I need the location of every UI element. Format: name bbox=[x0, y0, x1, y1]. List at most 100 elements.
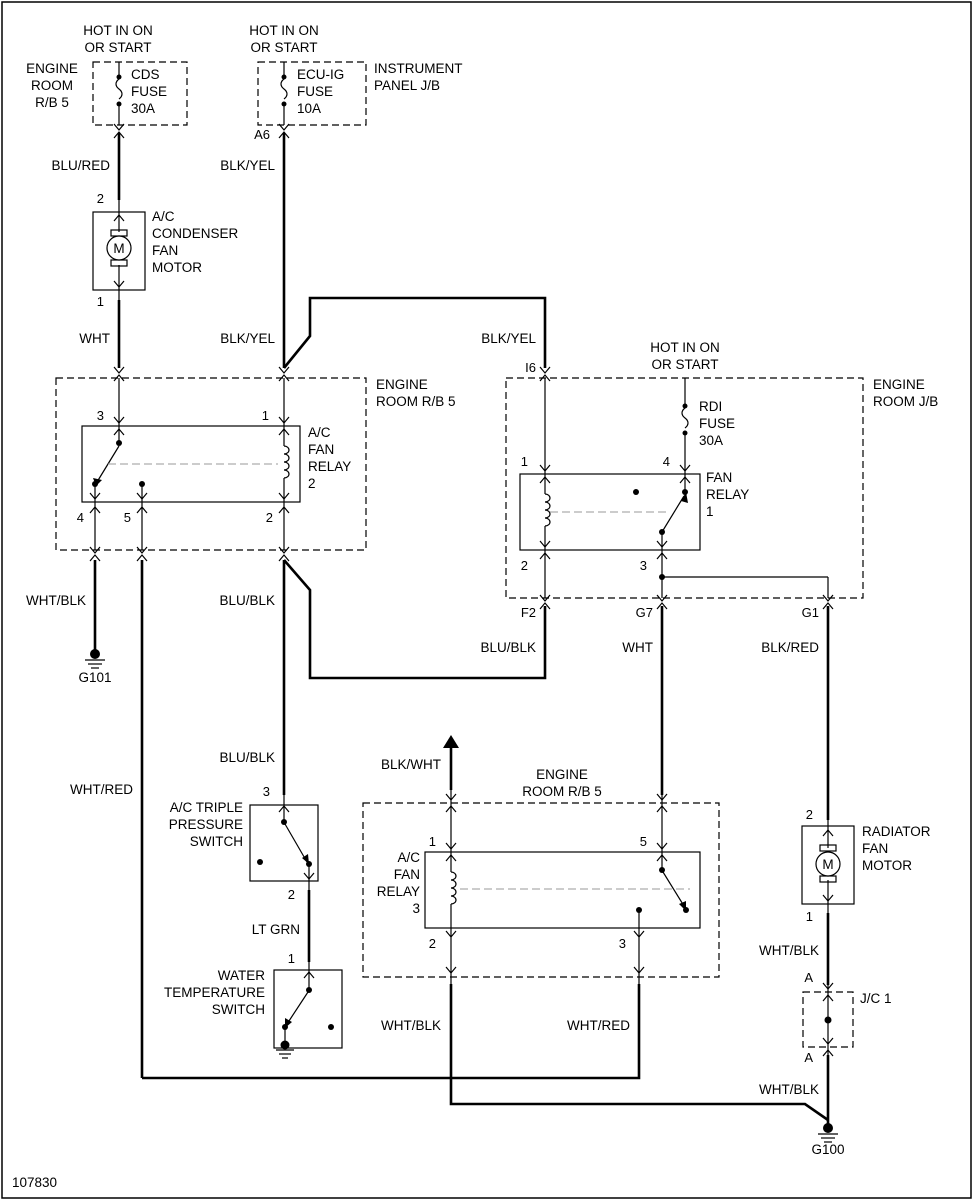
wire-blu-red: BLU/RED bbox=[51, 158, 110, 173]
wire-blu-blk-2: BLU/BLK bbox=[480, 640, 536, 655]
pin-rad-2: 2 bbox=[806, 807, 813, 822]
acr2-line2: FAN bbox=[308, 442, 334, 457]
ecu-fuse-name: ECU-IG bbox=[297, 67, 344, 82]
rad-motor-m: M bbox=[822, 857, 833, 872]
erjb-line1: ENGINE bbox=[873, 377, 925, 392]
wire-wht-blk-4: WHT/BLK bbox=[759, 1082, 819, 1097]
wire-wht-blk-1: WHT/BLK bbox=[26, 593, 86, 608]
wire-blk-red: BLK/RED bbox=[761, 640, 819, 655]
pin-wts-1: 1 bbox=[288, 951, 295, 966]
ecu-ig-fuse bbox=[280, 62, 288, 125]
wire-wht-blk-2: WHT/BLK bbox=[381, 1018, 441, 1033]
connector-jc-a-top: A bbox=[804, 970, 813, 985]
hot-ecu-line2: OR START bbox=[250, 40, 317, 55]
rb5-bottom-line1: ENGINE bbox=[536, 767, 588, 782]
wires bbox=[93, 133, 830, 1125]
pin-acr3-1: 1 bbox=[429, 834, 436, 849]
ecu-fuse-rating: 10A bbox=[297, 101, 321, 116]
rb5-top-line2: ROOM bbox=[31, 78, 73, 93]
wire-wht-red-1: WHT/RED bbox=[70, 782, 133, 797]
rad-motor-line3: MOTOR bbox=[862, 858, 912, 873]
pin-cond-motor-2: 2 bbox=[97, 191, 104, 206]
fr1-line2: RELAY bbox=[706, 487, 749, 502]
wire-blu-blk-1: BLU/BLK bbox=[219, 593, 275, 608]
fan-relay-1 bbox=[519, 378, 829, 598]
cds-fuse-word: FUSE bbox=[131, 84, 167, 99]
cds-fuse bbox=[115, 62, 123, 125]
connector-g7: G7 bbox=[636, 605, 653, 620]
connector-g1: G1 bbox=[802, 605, 819, 620]
pin-fr1-3: 3 bbox=[640, 558, 647, 573]
hot-cds-line2: OR START bbox=[84, 40, 151, 55]
pin-acr2-2: 2 bbox=[266, 510, 273, 525]
acr3-line3: RELAY bbox=[377, 884, 420, 899]
jc1-label: J/C 1 bbox=[860, 991, 892, 1006]
rad-motor-line2: FAN bbox=[862, 841, 888, 856]
rb5-bottom-line2: ROOM R/B 5 bbox=[522, 784, 602, 799]
connector-jc-a-bottom: A bbox=[804, 1050, 813, 1065]
wire-blk-wht: BLK/WHT bbox=[381, 757, 441, 772]
pin-tps-3: 3 bbox=[263, 784, 270, 799]
acr2-line1: A/C bbox=[308, 425, 331, 440]
cds-fuse-rating: 30A bbox=[131, 101, 155, 116]
ipjb-line2: PANEL J/B bbox=[374, 78, 440, 93]
acr3-line2: FAN bbox=[394, 867, 420, 882]
tps-line2: PRESSURE bbox=[169, 817, 243, 832]
hot-rdi-line2: OR START bbox=[651, 357, 718, 372]
wire-wht-red-2: WHT/RED bbox=[567, 1018, 630, 1033]
pin-acr2-5: 5 bbox=[124, 510, 131, 525]
acr2-line4: 2 bbox=[308, 476, 316, 491]
pin-acr3-2: 2 bbox=[429, 936, 436, 951]
ground-g100-label: G100 bbox=[811, 1142, 844, 1157]
wire-blu-blk-3: BLU/BLK bbox=[219, 750, 275, 765]
pin-fr1-4: 4 bbox=[663, 454, 670, 469]
cond-motor-m: M bbox=[113, 241, 124, 256]
ac-condenser-fan-motor bbox=[92, 200, 146, 300]
wts-line2: TEMPERATURE bbox=[164, 985, 265, 1000]
rdi-fuse-name: RDI bbox=[699, 399, 722, 414]
arrow-up-icon bbox=[443, 735, 459, 748]
rdi-fuse-rating: 30A bbox=[699, 433, 723, 448]
pin-tps-2: 2 bbox=[288, 887, 295, 902]
wire-wht-2: WHT bbox=[622, 640, 653, 655]
wire-wht-1: WHT bbox=[79, 331, 110, 346]
radiator-fan-motor bbox=[801, 820, 855, 913]
pin-fr1-1: 1 bbox=[521, 454, 528, 469]
cond-motor-line1: A/C bbox=[152, 209, 175, 224]
pin-acr2-1: 1 bbox=[262, 408, 269, 423]
ac-fan-relay-3 bbox=[424, 790, 701, 984]
rb5-top-line3: R/B 5 bbox=[35, 95, 69, 110]
rb5-mid-line2: ROOM R/B 5 bbox=[376, 394, 456, 409]
wts-line3: SWITCH bbox=[212, 1002, 265, 1017]
fr1-line3: 1 bbox=[706, 504, 714, 519]
cond-motor-line2: CONDENSER bbox=[152, 226, 239, 241]
instrument-panel-jb-box bbox=[257, 61, 367, 126]
water-temperature-switch bbox=[273, 962, 343, 1059]
ground-g100-icon bbox=[818, 1123, 838, 1143]
acr3-line4: 3 bbox=[412, 901, 420, 916]
cds-fuse-name: CDS bbox=[131, 67, 160, 82]
rb5-top-line1: ENGINE bbox=[26, 61, 78, 76]
engine-room-rb5-mid-box bbox=[55, 377, 367, 551]
engine-room-rb5-bottom-box bbox=[362, 802, 720, 978]
rad-motor-line1: RADIATOR bbox=[862, 824, 931, 839]
pin-fr1-2: 2 bbox=[521, 558, 528, 573]
pin-cond-motor-1: 1 bbox=[97, 294, 104, 309]
hot-ecu-line1: HOT IN ON bbox=[249, 23, 319, 38]
connector-marks bbox=[89, 123, 834, 610]
pin-acr2-3: 3 bbox=[97, 408, 104, 423]
rdi-fuse bbox=[681, 378, 689, 474]
rb5-mid-line1: ENGINE bbox=[376, 377, 428, 392]
pin-acr3-5: 5 bbox=[640, 834, 647, 849]
erjb-line2: ROOM J/B bbox=[873, 394, 938, 409]
hot-rdi-line1: HOT IN ON bbox=[650, 340, 720, 355]
ac-triple-pressure-switch bbox=[249, 795, 319, 890]
acr2-line3: RELAY bbox=[308, 459, 351, 474]
connector-f2: F2 bbox=[521, 605, 536, 620]
wire-lt-grn: LT GRN bbox=[252, 922, 300, 937]
wts-line1: WATER bbox=[218, 968, 265, 983]
ipjb-line1: INSTRUMENT bbox=[374, 61, 463, 76]
fr1-line1: FAN bbox=[706, 470, 732, 485]
acr3-line1: A/C bbox=[397, 850, 420, 865]
